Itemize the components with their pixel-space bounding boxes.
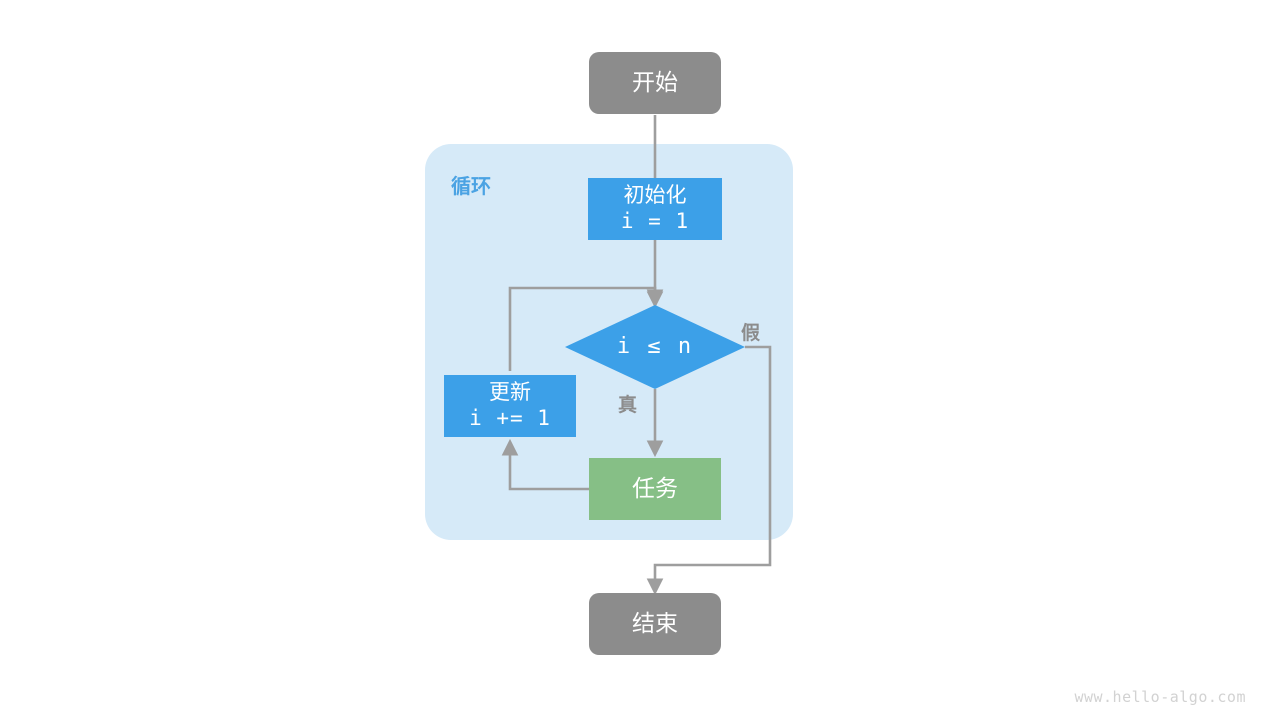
node-update[interactable] xyxy=(444,375,576,437)
node-condition[interactable] xyxy=(565,305,745,389)
node-end[interactable] xyxy=(589,593,721,655)
edge-update-to-condition xyxy=(508,286,664,371)
loop-container-label: 循环 xyxy=(451,176,491,198)
edge-task-to-update xyxy=(501,438,589,491)
edge-label-false: 假 xyxy=(741,323,761,344)
node-start[interactable] xyxy=(589,52,721,114)
watermark: www.hello-algo.com xyxy=(1074,688,1246,706)
edge-condition-false-to-end xyxy=(646,345,772,596)
edge-label-true: 真 xyxy=(618,395,638,416)
node-task[interactable] xyxy=(589,458,721,520)
node-init[interactable] xyxy=(588,178,722,240)
